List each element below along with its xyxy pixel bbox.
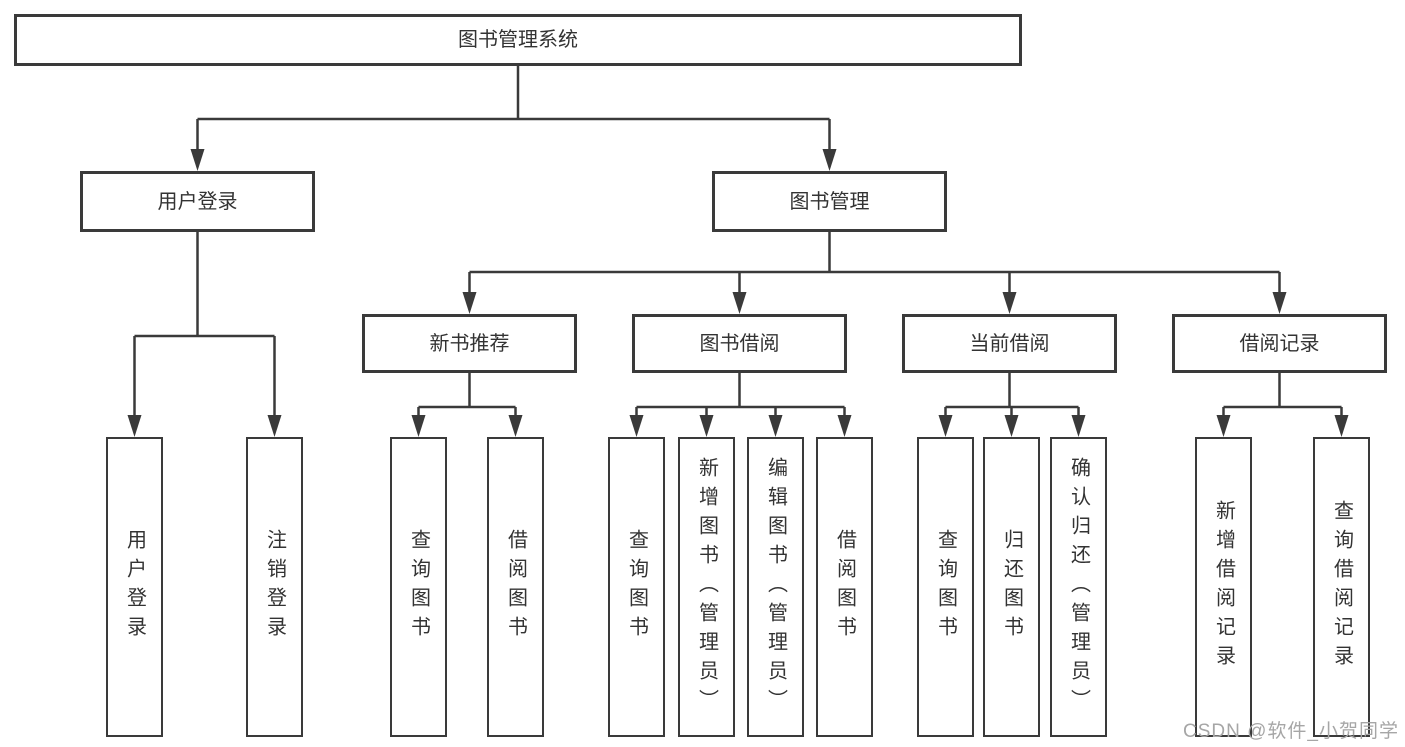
leaf-query-books-recommend: 查询图书 <box>390 437 447 737</box>
arrowhead <box>1334 415 1349 437</box>
leaf-add-book-admin-label: 新增图书（管理员） <box>695 456 718 718</box>
leaf-add-book-admin: 新增图书（管理员） <box>678 437 735 737</box>
arrowhead <box>267 415 282 437</box>
arrowhead <box>837 415 852 437</box>
leaf-edit-book-admin-label: 编辑图书（管理员） <box>764 456 787 718</box>
arrowhead <box>938 415 953 437</box>
arrowhead <box>411 415 426 437</box>
node-new-book-recommend: 新书推荐 <box>362 314 577 373</box>
connector-root-to-level2 <box>196 66 831 153</box>
arrowhead <box>732 292 747 314</box>
leaf-user-login: 用户登录 <box>106 437 163 737</box>
leaf-add-borrow-record: 新增借阅记录 <box>1195 437 1252 737</box>
leaf-query-books-recommend-label: 查询图书 <box>407 529 430 645</box>
leaf-query-borrow-record-label: 查询借阅记录 <box>1330 500 1353 674</box>
node-root: 图书管理系统 <box>14 14 1022 66</box>
arrowhead <box>1002 292 1017 314</box>
leaf-borrow-books-label: 借阅图书 <box>833 529 856 645</box>
leaf-user-login-label: 用户登录 <box>123 529 146 645</box>
node-new-book-recommend-label: 新书推荐 <box>429 332 510 355</box>
connector-currentborrow-to-leaves <box>944 373 1080 419</box>
arrowhead <box>699 415 714 437</box>
leaf-query-borrow-record: 查询借阅记录 <box>1313 437 1370 737</box>
leaf-borrow-books: 借阅图书 <box>816 437 873 737</box>
leaf-return-book-label: 归还图书 <box>1000 529 1023 645</box>
arrowhead <box>127 415 142 437</box>
connector-bookmgmt-to-level3 <box>468 232 1281 296</box>
leaf-query-books-borrow: 查询图书 <box>608 437 665 737</box>
connector-userlogin-to-leaves <box>133 232 276 419</box>
arrowhead <box>1272 292 1287 314</box>
connector-newbook-to-leaves <box>417 373 517 419</box>
arrowhead <box>629 415 644 437</box>
node-current-borrow-label: 当前借阅 <box>969 332 1050 355</box>
leaf-logout-label: 注销登录 <box>263 529 286 645</box>
leaf-add-borrow-record-label: 新增借阅记录 <box>1212 500 1235 674</box>
leaf-return-book: 归还图书 <box>983 437 1040 737</box>
node-user-login-label: 用户登录 <box>157 190 238 213</box>
arrowhead <box>1004 415 1019 437</box>
connector-borrowrec-to-leaves <box>1222 373 1343 419</box>
node-book-borrow-label: 图书借阅 <box>699 332 780 355</box>
node-book-management-label: 图书管理 <box>789 190 870 213</box>
leaf-query-books-borrow-label: 查询图书 <box>625 529 648 645</box>
leaf-borrow-books-recommend-label: 借阅图书 <box>504 529 527 645</box>
leaf-borrow-books-recommend: 借阅图书 <box>487 437 544 737</box>
arrowhead <box>462 292 477 314</box>
node-user-login: 用户登录 <box>80 171 315 232</box>
node-book-borrow: 图书借阅 <box>632 314 847 373</box>
leaf-query-books-current: 查询图书 <box>917 437 974 737</box>
node-current-borrow: 当前借阅 <box>902 314 1117 373</box>
node-borrow-records-label: 借阅记录 <box>1239 332 1320 355</box>
node-borrow-records: 借阅记录 <box>1172 314 1387 373</box>
leaf-logout: 注销登录 <box>246 437 303 737</box>
arrowhead <box>1216 415 1231 437</box>
leaf-confirm-return-admin-label: 确认归还（管理员） <box>1067 456 1090 718</box>
csdn-watermark: CSDN @软件_小贺同学 <box>1183 721 1399 742</box>
connector-bookborrow-to-leaves <box>635 373 846 419</box>
leaf-confirm-return-admin: 确认归还（管理员） <box>1050 437 1107 737</box>
leaf-edit-book-admin: 编辑图书（管理员） <box>747 437 804 737</box>
node-book-management: 图书管理 <box>712 171 947 232</box>
node-root-label: 图书管理系统 <box>458 29 578 51</box>
arrowhead <box>768 415 783 437</box>
arrowhead <box>508 415 523 437</box>
arrowhead <box>1071 415 1086 437</box>
arrowhead <box>822 149 837 171</box>
arrowhead <box>190 149 205 171</box>
leaf-query-books-current-label: 查询图书 <box>934 529 957 645</box>
